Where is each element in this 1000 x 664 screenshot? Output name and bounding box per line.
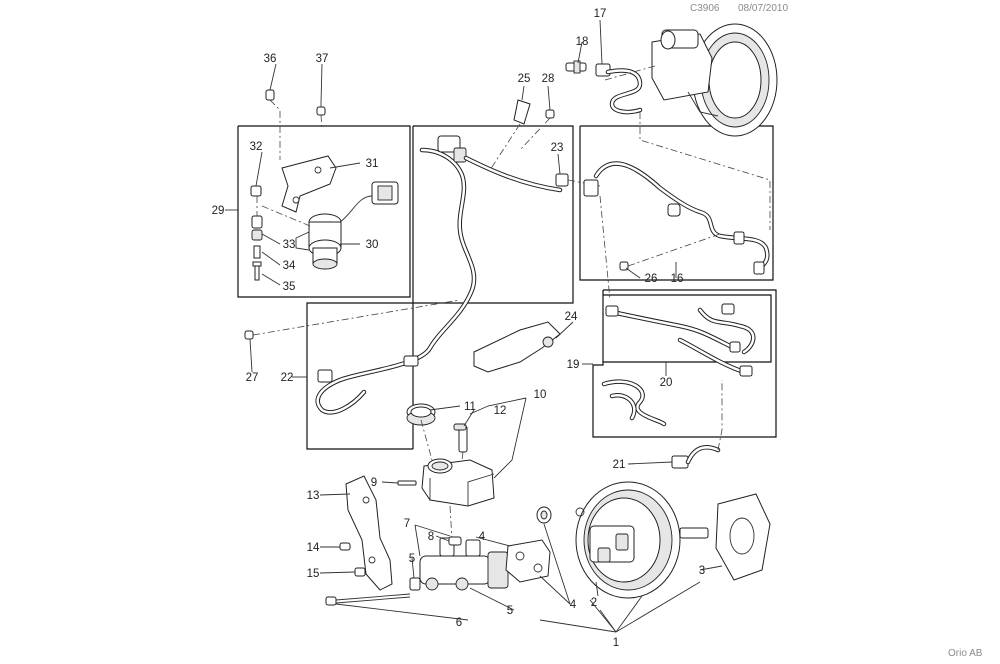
nut-32	[250, 185, 262, 197]
reservoir-cap-11	[406, 403, 436, 426]
group-box-vacuum-pump	[237, 125, 411, 298]
callout-9: 9	[371, 477, 377, 489]
callout-25: 25	[518, 73, 531, 85]
push-rod-6	[325, 593, 411, 606]
callout-4: 4	[479, 531, 486, 543]
callout-1: 1	[613, 637, 619, 649]
check-valve-18	[565, 60, 587, 74]
group-box-sub-assembly-19	[592, 289, 777, 438]
booster-reference-top	[651, 23, 778, 137]
callout-36: 36	[264, 53, 277, 65]
brake-booster-1	[575, 481, 709, 599]
diagram-code: C3906	[690, 3, 720, 14]
fastener-27	[244, 330, 254, 340]
fluid-reservoir-10	[421, 458, 495, 507]
bracket-31	[281, 155, 337, 213]
vacuum-hose-20	[605, 303, 756, 355]
callout-27: 27	[246, 372, 259, 384]
callout-37: 37	[316, 53, 329, 65]
leader-lines	[225, 19, 723, 633]
group-box-vacuum-hoses	[579, 125, 774, 281]
callout-5b: 5	[507, 605, 513, 617]
callout-24: 24	[565, 311, 578, 323]
callout-7: 7	[404, 518, 410, 530]
callout-5: 5	[409, 553, 415, 565]
callout-11: 11	[464, 401, 476, 413]
callout-21: 21	[613, 459, 626, 471]
callout-4b: 4	[570, 599, 577, 611]
connector-plug	[339, 181, 399, 223]
callout-20: 20	[660, 377, 673, 389]
gasket-4	[505, 539, 551, 583]
callout-13: 13	[307, 490, 320, 502]
callout-23: 23	[551, 142, 564, 154]
vacuum-pump-30	[295, 213, 342, 270]
callout-labels: 1 2 3 4 4 5 5 6 7 8 9 10 11 12 13 14 15 …	[212, 8, 706, 649]
callout-10: 10	[534, 389, 547, 401]
callout-30: 30	[366, 239, 379, 251]
connector-21	[671, 445, 721, 469]
callout-22: 22	[281, 372, 294, 384]
callout-3: 3	[699, 565, 705, 577]
callout-18: 18	[576, 36, 589, 48]
callout-26: 26	[645, 273, 658, 285]
group-box-vacuum-lines	[306, 125, 574, 450]
callout-12: 12	[494, 405, 507, 417]
callout-31: 31	[366, 158, 379, 170]
vacuum-connector-17	[595, 63, 643, 115]
clip-25	[513, 99, 531, 125]
callout-29: 29	[212, 205, 225, 217]
callout-14: 14	[307, 542, 320, 554]
vacuum-hose-16	[583, 161, 770, 275]
callout-32: 32	[250, 141, 263, 153]
callout-6: 6	[456, 617, 462, 629]
clip-36	[265, 89, 275, 101]
screw-37	[316, 103, 326, 116]
washer-5	[536, 506, 552, 524]
seal-9	[397, 480, 417, 486]
spacer-34	[253, 245, 261, 259]
nut-15	[354, 567, 366, 577]
callout-35: 35	[283, 281, 296, 293]
vacuum-tee-valve	[437, 135, 563, 193]
bolt-35	[252, 261, 262, 281]
group-box-hose-set-20	[603, 294, 772, 363]
diagram-date: 08/07/2010	[738, 3, 789, 14]
callout-28: 28	[542, 73, 555, 85]
connector-23	[555, 173, 569, 187]
callout-33: 33	[283, 239, 296, 251]
footer-company: Orio AB	[948, 648, 983, 659]
bracket-13	[345, 475, 393, 591]
callout-19: 19	[567, 359, 580, 371]
screw-28	[545, 109, 555, 119]
callout-34: 34	[283, 260, 296, 272]
level-sensor-12	[453, 423, 468, 453]
callout-2: 2	[591, 597, 597, 609]
callout-17: 17	[594, 8, 607, 20]
callout-8: 8	[428, 531, 434, 543]
master-cylinder-4	[419, 537, 509, 591]
callout-16: 16	[671, 273, 684, 285]
callout-15: 15	[307, 568, 320, 580]
vacuum-hose-19	[601, 337, 753, 427]
bolt-14	[339, 542, 351, 551]
bracket-24	[473, 321, 561, 373]
vacuum-line-22	[315, 147, 477, 415]
gasket-3	[715, 493, 771, 581]
seal-7	[409, 577, 421, 591]
rubber-mount-33	[251, 215, 263, 241]
grommet-8	[448, 536, 462, 546]
